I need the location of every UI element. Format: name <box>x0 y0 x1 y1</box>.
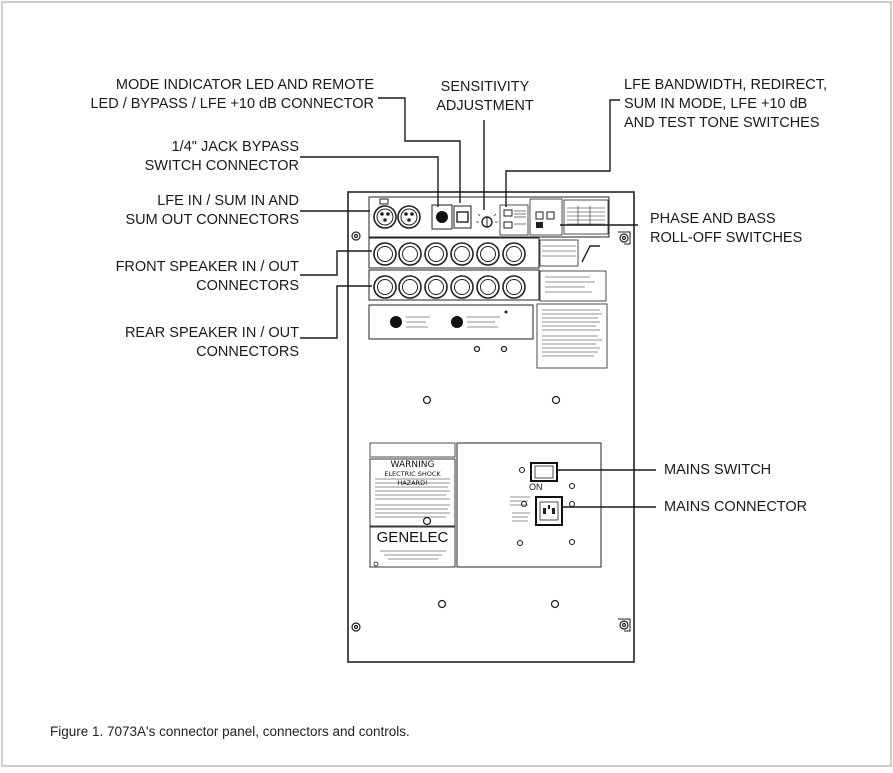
lfe-switches <box>499 204 529 236</box>
leader-lines <box>300 97 656 508</box>
connector-panel <box>347 191 635 663</box>
callout-rear-speaker-line1: REAR SPEAKER IN / OUT <box>124 325 299 341</box>
callout-rear-speaker: REAR SPEAKER IN / OUT CONNECTORS <box>125 324 299 362</box>
warning-title: WARNING <box>390 460 435 470</box>
callout-front-speaker: FRONT SPEAKER IN / OUT CONNECTORS <box>116 258 299 296</box>
callout-mains-switch-text: MAINS SWITCH <box>664 462 772 478</box>
callout-lfe-switches-line3: AND TEST TONE SWITCHES <box>624 115 820 131</box>
callout-mains-connector-text: MAINS CONNECTOR <box>664 499 808 515</box>
mains-switch <box>530 462 558 482</box>
callout-lfe-in-line1: LFE IN / SUM IN AND <box>157 193 299 209</box>
callout-mode-indicator-led-line2: LED / BYPASS / LFE +10 dB CONNECTOR <box>90 96 374 112</box>
callout-sensitivity: SENSITIVITY ADJUSTMENT <box>430 78 540 116</box>
callout-mode-indicator-led: MODE INDICATOR LED AND REMOTE LED / BYPA… <box>90 76 374 114</box>
warning-label: WARNING ELECTRIC SHOCK HAZARD! <box>370 461 455 488</box>
figure-caption: Figure 1. 7073A's connector panel, conne… <box>50 724 410 739</box>
callout-phase-bass: PHASE AND BASS ROLL-OFF SWITCHES <box>650 210 802 248</box>
phase-bass-switches <box>529 198 609 236</box>
callout-front-speaker-line2: CONNECTORS <box>196 278 299 294</box>
callout-jack-bypass-line2: SWITCH CONNECTOR <box>144 158 299 174</box>
callout-sensitivity-line1: SENSITIVITY <box>440 79 530 95</box>
front-speaker-connectors <box>373 242 526 266</box>
callout-lfe-in-line2: SUM OUT CONNECTORS <box>125 212 299 228</box>
mode-led-connector <box>453 205 472 229</box>
callout-phase-bass-line2: ROLL-OFF SWITCHES <box>650 230 803 246</box>
brand-logo: GENELEC <box>376 529 449 546</box>
callout-lfe-switches-line1: LFE BANDWIDTH, REDIRECT, <box>624 77 828 93</box>
callout-front-speaker-line1: FRONT SPEAKER IN / OUT <box>115 259 299 275</box>
callout-jack-bypass: 1/4" JACK BYPASS SWITCH CONNECTOR <box>145 138 299 176</box>
callout-phase-bass-line1: PHASE AND BASS <box>650 211 776 227</box>
callout-lfe-switches: LFE BANDWIDTH, REDIRECT, SUM IN MODE, LF… <box>624 76 827 133</box>
mains-on-label: ON <box>529 482 543 492</box>
jack-bypass-connector <box>431 204 453 230</box>
warning-subtitle: ELECTRIC SHOCK HAZARD! <box>384 470 441 487</box>
rear-speaker-connectors <box>373 275 526 299</box>
callout-jack-bypass-line1: 1/4" JACK BYPASS <box>171 139 299 155</box>
callout-mode-indicator-led-line1: MODE INDICATOR LED AND REMOTE <box>115 77 374 93</box>
sensitivity-knob <box>476 213 498 228</box>
lfe-in-connectors <box>373 198 421 229</box>
callout-rear-speaker-line2: CONNECTORS <box>196 344 299 360</box>
callout-lfe-switches-line2: SUM IN MODE, LFE +10 dB <box>624 96 808 112</box>
mains-connector <box>535 496 563 526</box>
callout-mains-switch: MAINS SWITCH <box>664 461 771 480</box>
callout-lfe-in: LFE IN / SUM IN AND SUM OUT CONNECTORS <box>126 192 299 230</box>
callout-sensitivity-line2: ADJUSTMENT <box>436 98 534 114</box>
callout-mains-connector: MAINS CONNECTOR <box>664 498 807 517</box>
